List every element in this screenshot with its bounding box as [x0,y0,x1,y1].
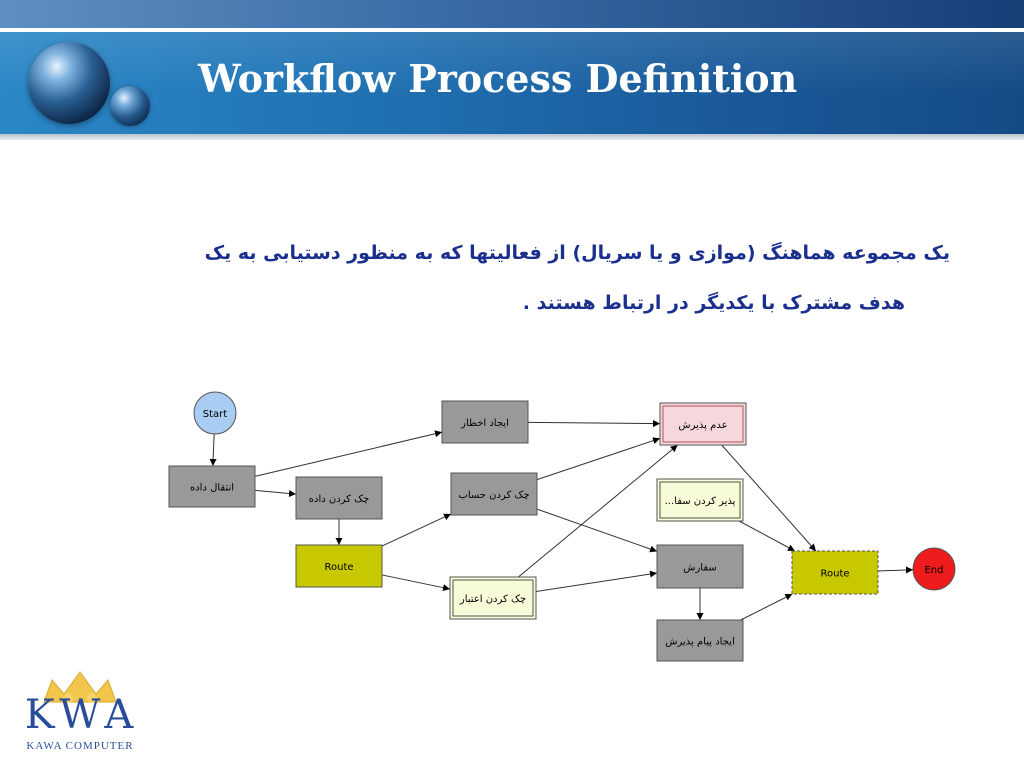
edge-check_account-to-order [536,508,658,553]
header-main-band [0,32,1024,134]
edge-accept_msg-to-route2 [740,593,793,621]
description-line-1: یک مجموعه هماهنگ (موازی و یا سریال) از ف… [204,242,950,264]
edge-check_credit-to-reject [518,444,678,578]
edge-transfer-to-create_alert [254,430,443,477]
edge-check_account-to-reject [536,437,661,481]
node-label-order: سفارش [683,563,717,574]
node-end: End [912,547,956,591]
edge-check_credit-to-order [535,570,658,592]
node-route2: Route [791,550,879,595]
node-check-data: چک کردن داده [295,476,383,520]
edge-create_alert-to-reject [527,420,661,428]
node-start: Start [193,391,237,435]
node-label-reject: عدم پذیرش [678,420,727,431]
header-divider [0,28,1024,32]
node-label-create-alert: ایجاد اخطار [460,418,509,429]
header-shadow [0,134,1024,140]
decorative-orb-small-icon [110,86,150,126]
node-label-end: End [924,565,943,576]
slide-description: یک مجموعه هماهنگ (موازی و یا سریال) از ف… [150,228,950,328]
header-sheen [0,32,1024,134]
description-line-2: هدف مشترک با یکدیگر در ارتباط هستند . [522,292,905,314]
node-route1: Route [295,544,383,588]
slide-title: Workflow Process Definition [198,56,798,101]
node-accept-order: ...پذیر کردن سفا [656,478,744,522]
node-check-account: چک کردن حساب [450,472,538,516]
crown-icon [43,671,117,703]
logo-letters: KWA [24,692,140,738]
node-label-check-credit: چک کردن اعتبار [459,594,526,605]
decorative-orb-large-icon [28,42,110,124]
edge-route2-to-end [877,566,914,574]
node-label-route1: Route [324,562,353,573]
node-create-alert: ایجاد اخطار [441,400,529,444]
node-label-route2: Route [820,569,849,580]
node-transfer: انتقال داده [168,465,256,508]
node-order: سفارش [656,544,744,589]
node-label-check-data: چک کردن داده [309,494,370,505]
header-top-band [0,0,1024,28]
slide-header: Workflow Process Definition [0,0,1024,140]
edge-accept_order-to-route2 [738,520,796,552]
node-reject: عدم پذیرش [659,402,747,446]
node-label-check-account: چک کردن حساب [458,490,529,501]
node-label-start: Start [203,409,228,420]
logo-brand-text: KAWA COMPUTER [26,740,134,752]
edge-reject-to-route2 [721,444,817,552]
edge-route1-to-check_account [381,513,452,547]
edge-start-to-transfer [209,433,217,467]
edge-transfer-to-check_data [254,489,297,497]
node-accept-msg: ایجاد پیام پذیرش [656,619,744,662]
node-label-accept-msg: ایجاد پیام پذیرش [665,637,734,648]
node-label-transfer: انتقال داده [190,483,234,494]
node-label-accept-order: ...پذیر کردن سفا [665,496,736,507]
company-logo: KWA KAWA COMPUTER [6,662,154,766]
node-check-credit: چک کردن اعتبار [449,576,537,620]
edge-route1-to-check_credit [381,574,451,592]
